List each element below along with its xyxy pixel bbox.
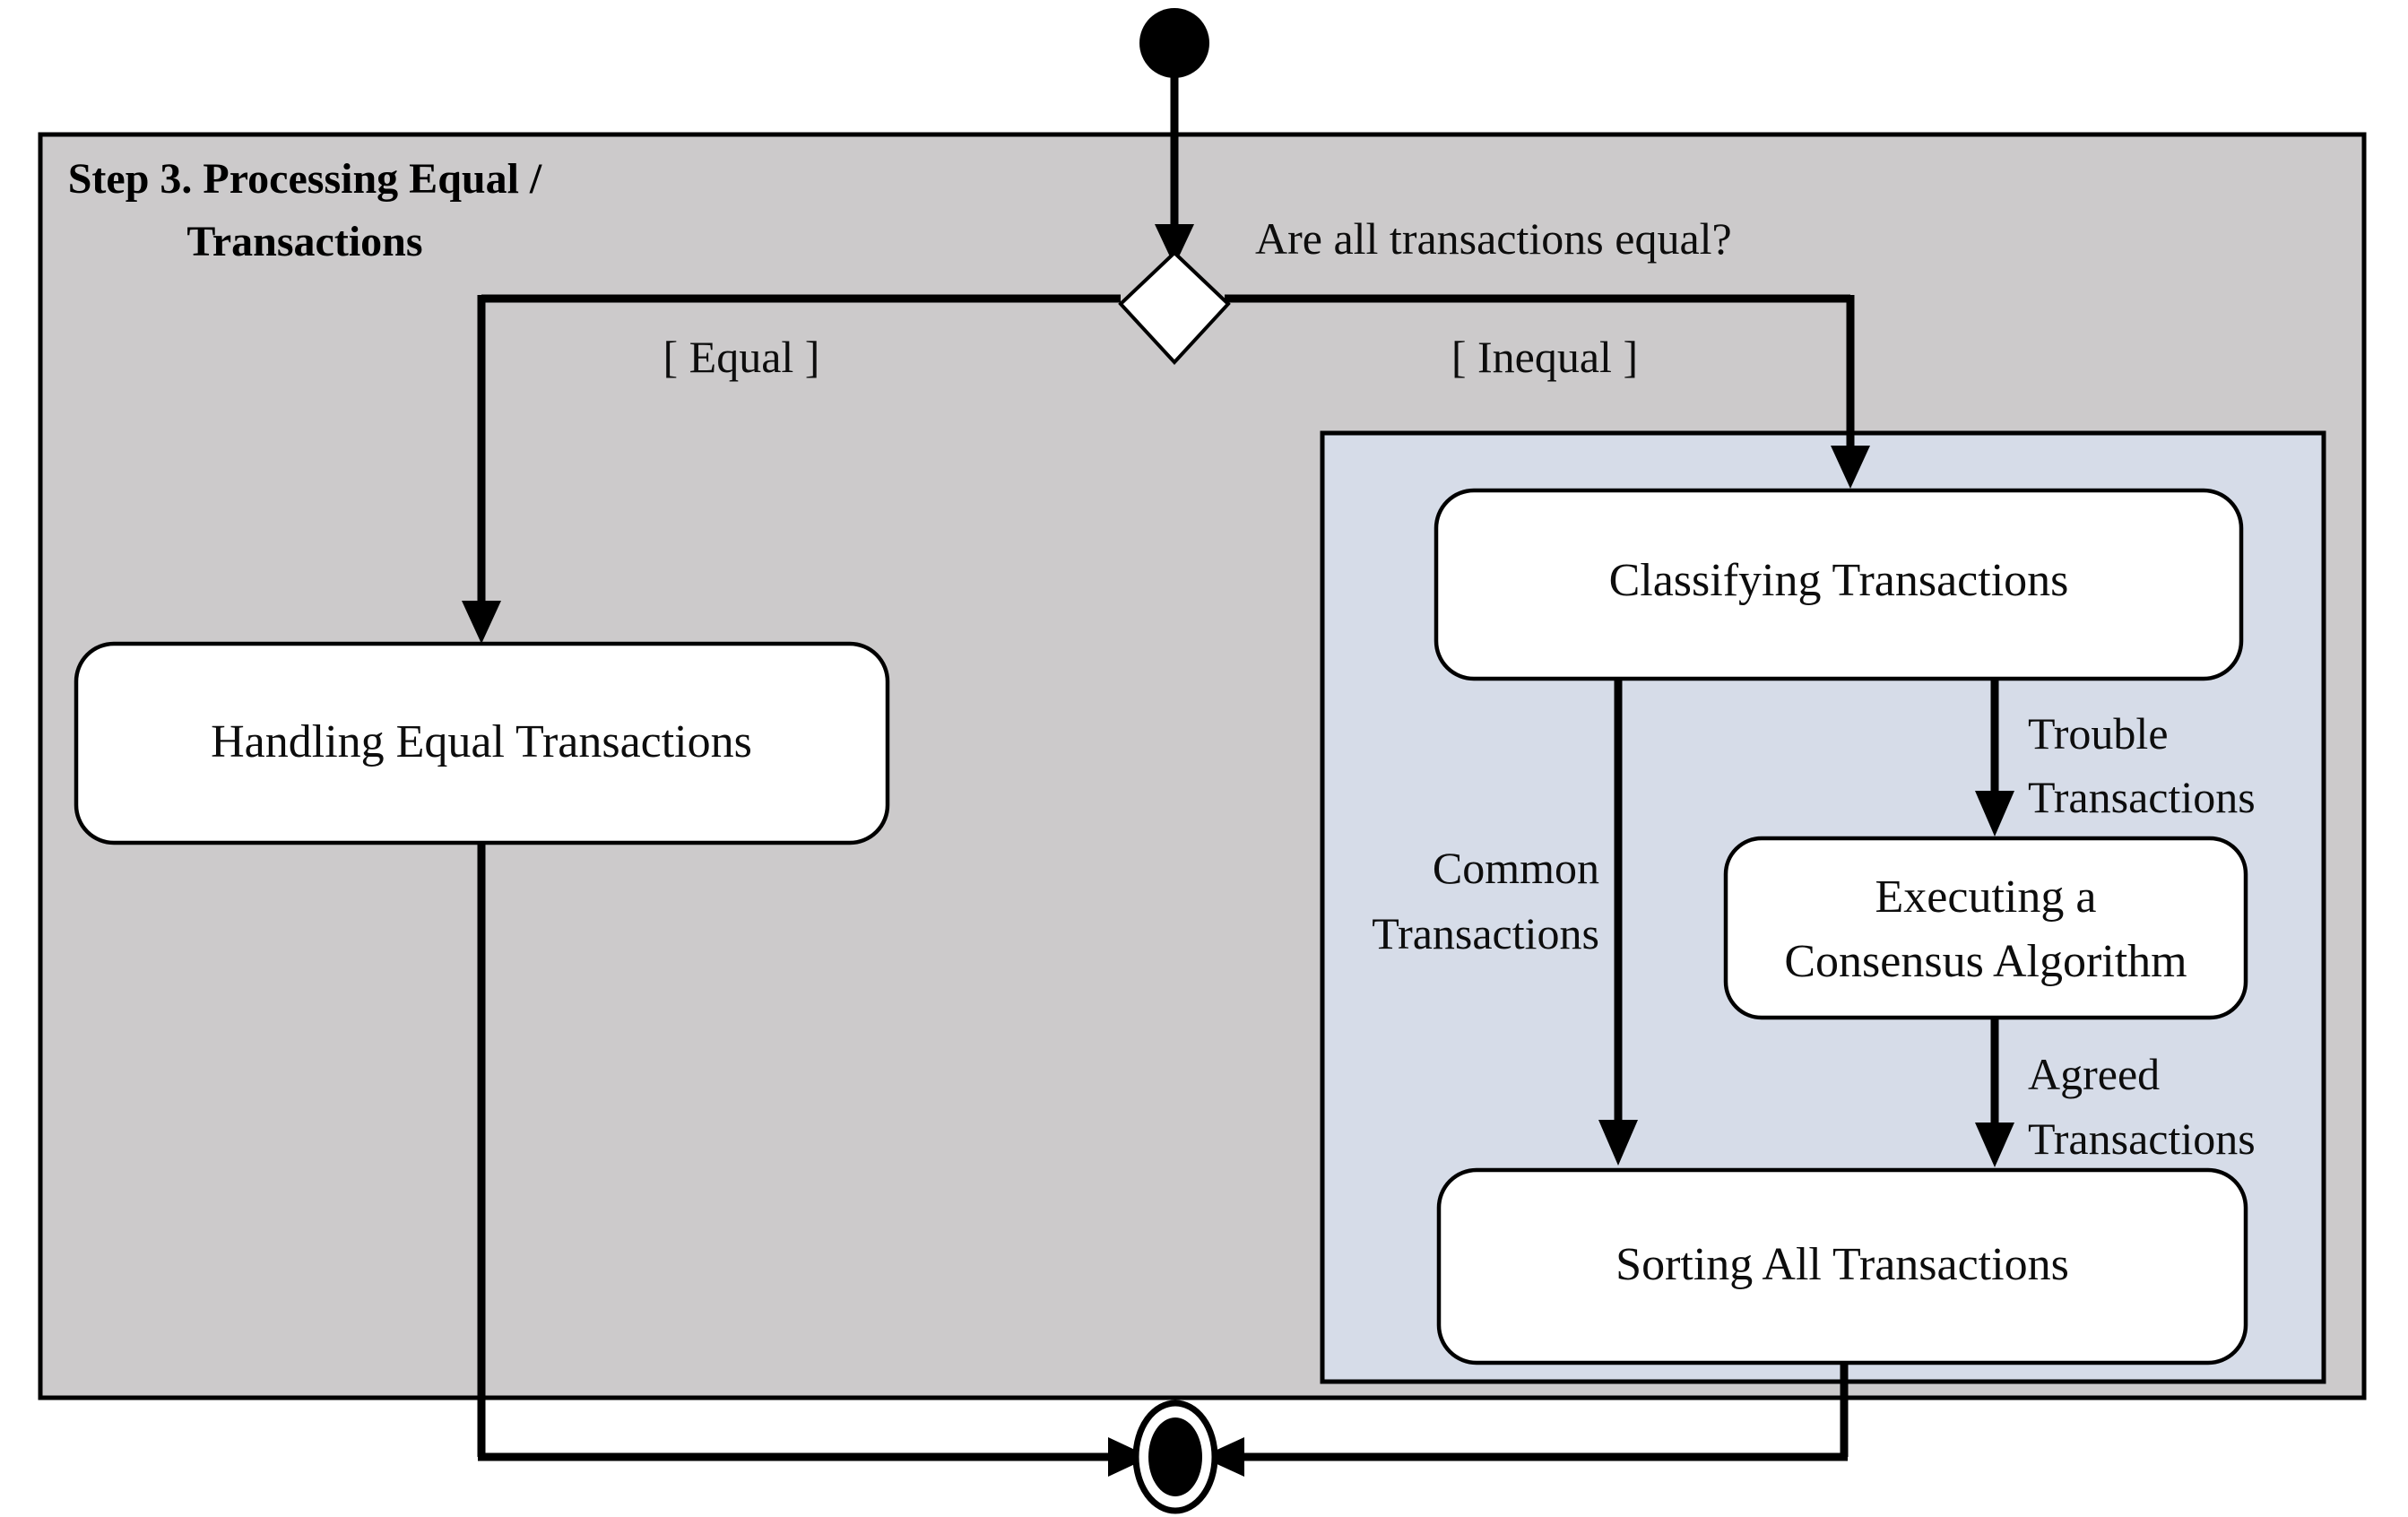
activity-handling-equal-transactions-label: Handling Equal Transactions	[211, 716, 752, 767]
arrowhead-trouble-to-executing	[1975, 791, 2014, 837]
edge-label-agreed-line1: Agreed	[2028, 1049, 2160, 1099]
activity-handling-equal-transactions[interactable]	[74, 641, 890, 845]
activity-classifying-transactions-label: Classifying Transactions	[1609, 555, 2069, 606]
arrowhead-agreed-to-sorting	[1975, 1123, 2014, 1167]
arrowhead-common-to-sorting	[1598, 1120, 1638, 1166]
activity-executing-consensus-algorithm[interactable]	[1723, 836, 2248, 1020]
decision-question-label: Are all transactions equal?	[1255, 213, 1732, 264]
edge-label-common-line2: Transactions	[1372, 908, 1599, 958]
activity-classifying-transactions[interactable]	[1434, 488, 2244, 681]
guard-label-equal: [ Equal ]	[663, 332, 820, 382]
edge-label-trouble-line1: Trouble	[2028, 708, 2169, 758]
frame-title-line1: Step 3. Processing Equal /	[68, 155, 542, 203]
edge-label-agreed-line2: Transactions	[2028, 1114, 2256, 1164]
arrowhead-inequal-to-classifying	[1831, 446, 1870, 489]
arrowhead-equal-to-handling	[462, 601, 501, 644]
arrowhead-sorting-to-final	[1201, 1437, 1244, 1477]
activity-executing-consensus-line2: Consensus Algorithm	[1784, 936, 2187, 987]
activity-executing-consensus-line1: Executing a	[1875, 871, 2097, 923]
arrowhead-equal-to-final	[1108, 1437, 1150, 1477]
initial-node	[1139, 8, 1209, 78]
arrowhead-initial-to-decision	[1155, 224, 1194, 266]
guard-label-inequal: [ Inequal ]	[1451, 332, 1638, 382]
edge-label-common-line1: Common	[1433, 843, 1599, 893]
activity-sorting-all-transactions-label: Sorting All Transactions	[1615, 1239, 2069, 1290]
frame-title-line2: Transactions	[186, 218, 422, 265]
decision-node	[1118, 250, 1231, 365]
final-node-inner-dot	[1148, 1417, 1202, 1496]
edge-label-trouble-line2: Transactions	[2028, 772, 2256, 822]
